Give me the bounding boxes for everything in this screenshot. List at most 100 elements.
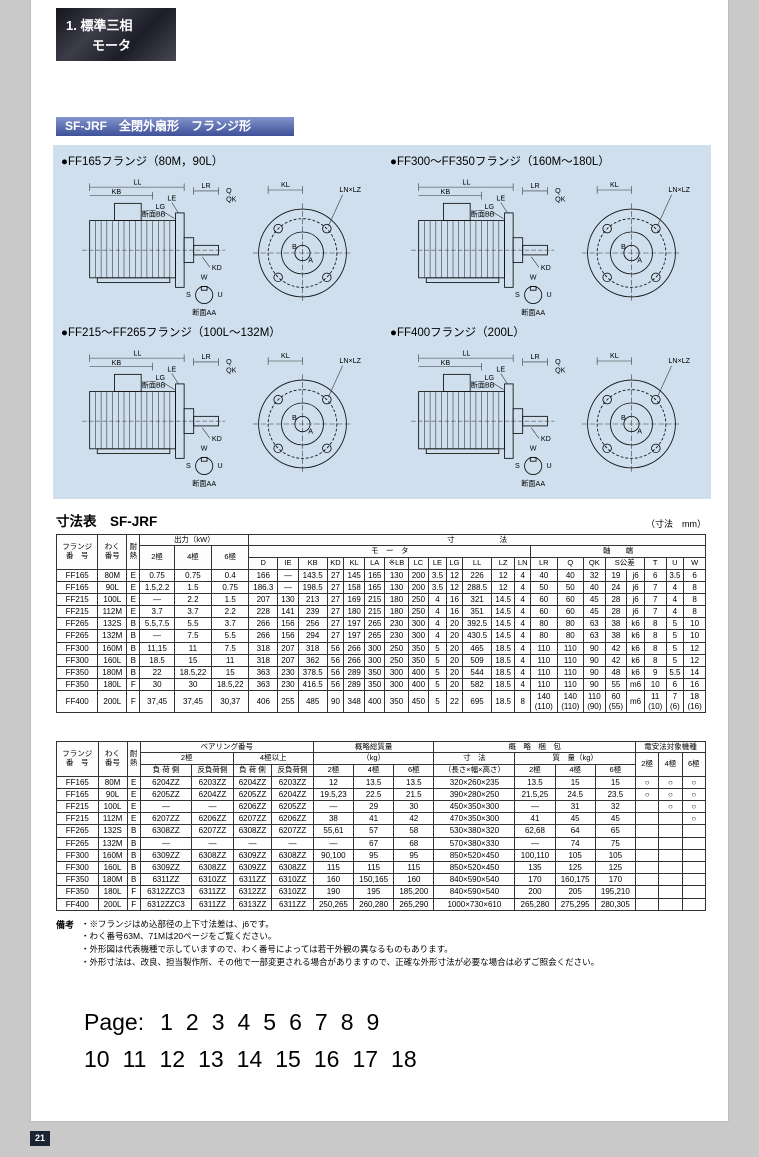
dim-label: Q <box>226 358 232 366</box>
page-link[interactable]: 6 <box>289 1008 302 1035</box>
cell: 205 <box>554 885 596 899</box>
cell: 90L <box>97 580 128 594</box>
dim-label: LL <box>133 349 141 357</box>
dim-label: LR <box>202 353 211 361</box>
cell: 0.75 <box>173 568 213 582</box>
cell: ― <box>139 592 175 607</box>
cell: 4 <box>514 592 532 607</box>
cell: 16 <box>683 678 706 692</box>
dim-label: LG <box>485 203 495 211</box>
cell: 14.5 <box>491 629 516 643</box>
cell: 140 (110) <box>530 690 558 713</box>
corner-badge: 1. 標準三相 モータ <box>56 8 176 61</box>
cell: 48 <box>604 665 628 680</box>
cell: 50 <box>530 580 558 594</box>
cell: 348 <box>343 690 365 713</box>
cell: 16 <box>445 605 464 619</box>
cell: 378.5 <box>297 665 328 680</box>
dim-label: LN×LZ <box>668 186 690 194</box>
dim-label: KD <box>212 435 222 443</box>
column-header: フランジ 番 号 <box>56 740 99 777</box>
cell: 42 <box>604 653 628 668</box>
cell: 50 <box>556 580 585 594</box>
cell: 1000×730×610 <box>433 897 516 911</box>
cell: 289 <box>343 665 365 680</box>
dim-label: LN×LZ <box>339 357 361 365</box>
page-link[interactable]: 14 <box>236 1045 263 1072</box>
cell: 38 <box>312 812 355 826</box>
cell <box>634 836 660 850</box>
cell: 6312ZZC3 <box>139 885 193 899</box>
column-header: 反負荷側 <box>191 764 234 777</box>
cell: 110 <box>556 678 585 692</box>
page-link[interactable]: 15 <box>275 1045 301 1072</box>
page-link[interactable]: 10 <box>84 1045 110 1072</box>
cell: B <box>126 629 141 643</box>
page-link[interactable]: 7 <box>314 1008 328 1035</box>
cell <box>681 860 707 875</box>
cell: 6205ZZ <box>139 787 193 802</box>
cell: 6308ZZ <box>191 860 234 875</box>
page-link[interactable]: 4 <box>237 1008 251 1035</box>
cell: ― <box>232 836 273 850</box>
page-link[interactable]: 3 <box>211 1008 225 1035</box>
cell: 27 <box>326 629 345 643</box>
cell: 289 <box>343 678 365 692</box>
cell: 4 <box>514 580 532 594</box>
dim-label: KB <box>441 359 451 367</box>
page-link[interactable]: 8 <box>340 1008 354 1035</box>
page-link[interactable]: 5 <box>263 1008 277 1035</box>
cell: ○ <box>681 812 707 826</box>
cell: 6204ZZ <box>271 787 314 802</box>
page-link[interactable]: 12 <box>159 1045 186 1072</box>
cell <box>658 873 683 887</box>
cell: 0.75 <box>211 580 250 594</box>
column-header: ※LB <box>384 556 409 570</box>
cell: 14.5 <box>491 592 516 607</box>
cell: 10 <box>683 629 706 643</box>
cell: 197 <box>343 629 365 643</box>
cell: 6311ZZ <box>191 897 234 911</box>
page-link[interactable]: 1 <box>160 1008 173 1035</box>
cell: FF165 <box>56 787 99 802</box>
page-link[interactable]: 16 <box>313 1045 340 1072</box>
cell: 65 <box>594 824 636 838</box>
dim-label: U <box>218 291 223 299</box>
cell: 20 <box>445 641 464 655</box>
cell: 2.2 <box>211 605 250 619</box>
cell: 30 <box>139 678 175 692</box>
cell: 125 <box>554 860 596 875</box>
page-link[interactable]: 17 <box>352 1045 379 1072</box>
cell: 6308ZZ <box>232 824 273 838</box>
cell: B <box>126 653 141 668</box>
cell: 18 (16) <box>683 690 706 713</box>
cell: 56 <box>326 678 345 692</box>
page-link[interactable]: 13 <box>198 1045 224 1072</box>
cell: FF350 <box>55 665 99 680</box>
cell: 321 <box>462 592 493 607</box>
cell: 42 <box>393 812 435 826</box>
cell <box>658 836 683 850</box>
column-header: 負 荷 側 <box>139 764 193 777</box>
cell: 8 <box>643 641 667 655</box>
cell: 95 <box>352 848 395 862</box>
cell: B <box>126 860 141 875</box>
cell: 280,305 <box>594 897 636 911</box>
cell: 22.5 <box>352 787 395 802</box>
cell: 6207ZZ <box>232 812 273 826</box>
page-link[interactable]: 9 <box>366 1008 380 1035</box>
cell: 90,100 <box>312 848 355 862</box>
page-link[interactable]: 2 <box>185 1008 199 1035</box>
cell: 130 <box>277 592 299 607</box>
column-header: 出力（kW） <box>139 533 250 547</box>
page-link[interactable]: 18 <box>391 1045 417 1072</box>
cell: 27 <box>326 568 345 582</box>
cell: 6309ZZ <box>232 848 273 862</box>
page-link[interactable]: 11 <box>122 1045 147 1072</box>
cell: 5 <box>665 641 685 655</box>
